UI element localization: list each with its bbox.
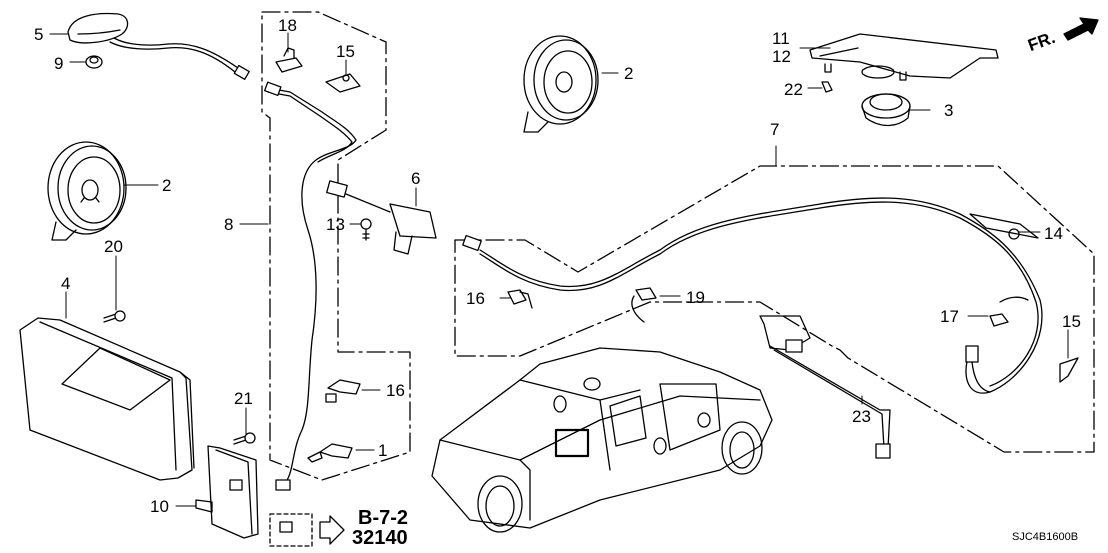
callout-14[interactable]: 14 bbox=[1044, 224, 1063, 243]
antenna-feeder-cable-part[interactable] bbox=[265, 82, 356, 490]
callout-15-top[interactable]: 15 bbox=[336, 42, 355, 61]
bolt-21-part[interactable] bbox=[234, 433, 255, 444]
callout-13[interactable]: 13 bbox=[326, 215, 345, 234]
clip-16b-part[interactable] bbox=[508, 290, 532, 308]
callout-17[interactable]: 17 bbox=[940, 307, 959, 326]
audio-unit-part[interactable] bbox=[20, 318, 194, 480]
callout-4[interactable]: 4 bbox=[61, 274, 71, 293]
grommet-part[interactable] bbox=[86, 56, 102, 68]
callout-10[interactable]: 10 bbox=[150, 497, 169, 516]
callout-18[interactable]: 18 bbox=[278, 16, 297, 35]
reference-connector-box[interactable] bbox=[270, 514, 344, 546]
callout-2-left[interactable]: 2 bbox=[162, 176, 172, 195]
antenna-sub-cable-part[interactable] bbox=[463, 198, 1042, 393]
antenna-amplifier-part[interactable] bbox=[327, 181, 436, 254]
leader-lines bbox=[50, 33, 1068, 506]
clip-16a-part[interactable] bbox=[326, 380, 360, 402]
callout-16-right[interactable]: 16 bbox=[466, 289, 485, 308]
tweeter-part[interactable] bbox=[862, 94, 910, 126]
callout-21[interactable]: 21 bbox=[234, 389, 253, 408]
clip-15b-part[interactable] bbox=[1060, 358, 1078, 382]
clip-22-part[interactable] bbox=[822, 82, 832, 92]
front-arrow-icon bbox=[1064, 18, 1098, 40]
callout-8[interactable]: 8 bbox=[224, 215, 234, 234]
clip-15a-part[interactable] bbox=[326, 74, 360, 92]
group-boundary-8 bbox=[262, 12, 410, 480]
speaker-grille-part[interactable] bbox=[810, 34, 998, 80]
speaker-right-part[interactable] bbox=[524, 36, 598, 132]
bolt-20-part[interactable] bbox=[104, 311, 125, 322]
clip-18-part[interactable] bbox=[276, 48, 302, 72]
callout-23[interactable]: 23 bbox=[852, 407, 871, 426]
cable-23-part[interactable] bbox=[760, 316, 890, 458]
cable-connector-part[interactable] bbox=[966, 346, 990, 392]
clip-1-part[interactable] bbox=[308, 444, 352, 462]
callout-7[interactable]: 7 bbox=[770, 120, 780, 139]
callout-16-left[interactable]: 16 bbox=[386, 381, 405, 400]
callout-20[interactable]: 20 bbox=[104, 237, 123, 256]
diagram-code: SJC4B1600B bbox=[1012, 531, 1079, 543]
callout-12[interactable]: 12 bbox=[772, 47, 791, 66]
clip-19-part[interactable] bbox=[632, 288, 656, 322]
callout-9[interactable]: 9 bbox=[54, 54, 64, 73]
bolt-13-part[interactable] bbox=[361, 219, 371, 240]
callout-3[interactable]: 3 bbox=[944, 101, 954, 120]
vehicle-illustration bbox=[432, 348, 772, 532]
speaker-left-part[interactable] bbox=[48, 142, 126, 240]
callout-5[interactable]: 5 bbox=[34, 25, 44, 44]
clip-17-part[interactable] bbox=[990, 297, 1028, 326]
callout-6[interactable]: 6 bbox=[411, 169, 421, 188]
callout-2-right[interactable]: 2 bbox=[624, 64, 634, 83]
callout-19[interactable]: 19 bbox=[686, 288, 705, 307]
callout-22[interactable]: 22 bbox=[784, 80, 803, 99]
roof-antenna-part[interactable] bbox=[68, 14, 249, 80]
callout-15-right[interactable]: 15 bbox=[1062, 312, 1081, 331]
callout-1[interactable]: 1 bbox=[378, 441, 388, 460]
reference-part-group[interactable]: 32140 bbox=[352, 527, 408, 549]
group-boundary-7 bbox=[455, 166, 1094, 452]
reference-section[interactable]: B-7-2 bbox=[358, 507, 409, 529]
bracket-module-part[interactable] bbox=[196, 446, 258, 538]
callout-11[interactable]: 11 bbox=[772, 29, 790, 48]
reference-arrow-icon bbox=[320, 516, 344, 544]
